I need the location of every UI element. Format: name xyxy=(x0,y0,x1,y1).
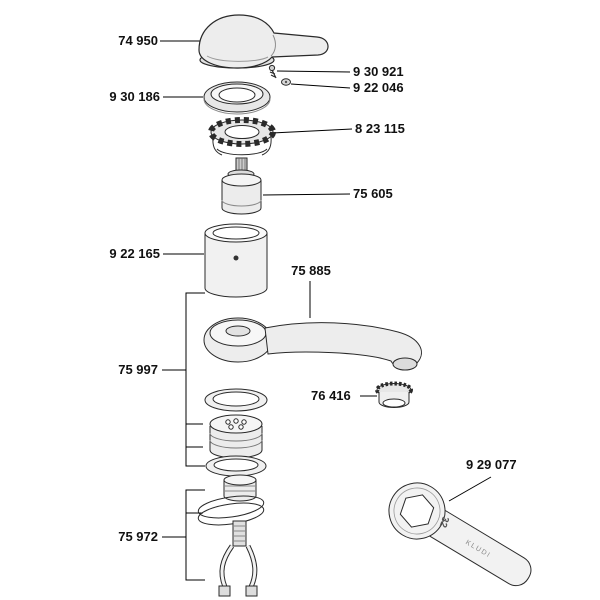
part-number-retaining-nut: 8 23 115 xyxy=(355,121,405,136)
wrench-size-marking: 32 xyxy=(437,515,451,530)
part-number-wrench: 9 29 077 xyxy=(466,457,517,472)
valve-stack-drawing xyxy=(209,414,263,459)
leader-lines xyxy=(160,40,492,581)
part-number-hose-group: 75 972 xyxy=(118,529,158,544)
part-number-spout: 75 885 xyxy=(291,263,331,278)
wrench-drawing: 32 KLUDI xyxy=(388,482,532,587)
part-number-screw: 9 30 921 xyxy=(353,64,404,79)
part-number-aerator: 76 416 xyxy=(311,388,351,403)
cartridge-drawing xyxy=(221,157,262,215)
shank-hoses-drawing xyxy=(197,474,265,597)
cap-ring-drawing xyxy=(203,81,271,115)
part-number-sleeve: 9 22 165 xyxy=(109,246,160,261)
part-number-cap-ring: 9 30 186 xyxy=(109,89,160,104)
washer-drawing xyxy=(281,78,291,86)
retaining-nut-drawing xyxy=(208,117,276,156)
aerator-drawing xyxy=(375,381,413,408)
gasket-ring-drawing xyxy=(204,388,268,412)
screw-drawing xyxy=(268,64,277,79)
part-number-cartridge: 75 605 xyxy=(353,186,393,201)
spout-drawing xyxy=(203,317,422,371)
sleeve-drawing xyxy=(204,223,268,298)
handle-drawing xyxy=(198,14,329,69)
part-number-washer: 9 22 046 xyxy=(353,80,404,95)
part-number-handle: 74 950 xyxy=(118,33,158,48)
lower-ring-drawing xyxy=(205,455,267,477)
part-number-body-group: 75 997 xyxy=(118,362,158,377)
